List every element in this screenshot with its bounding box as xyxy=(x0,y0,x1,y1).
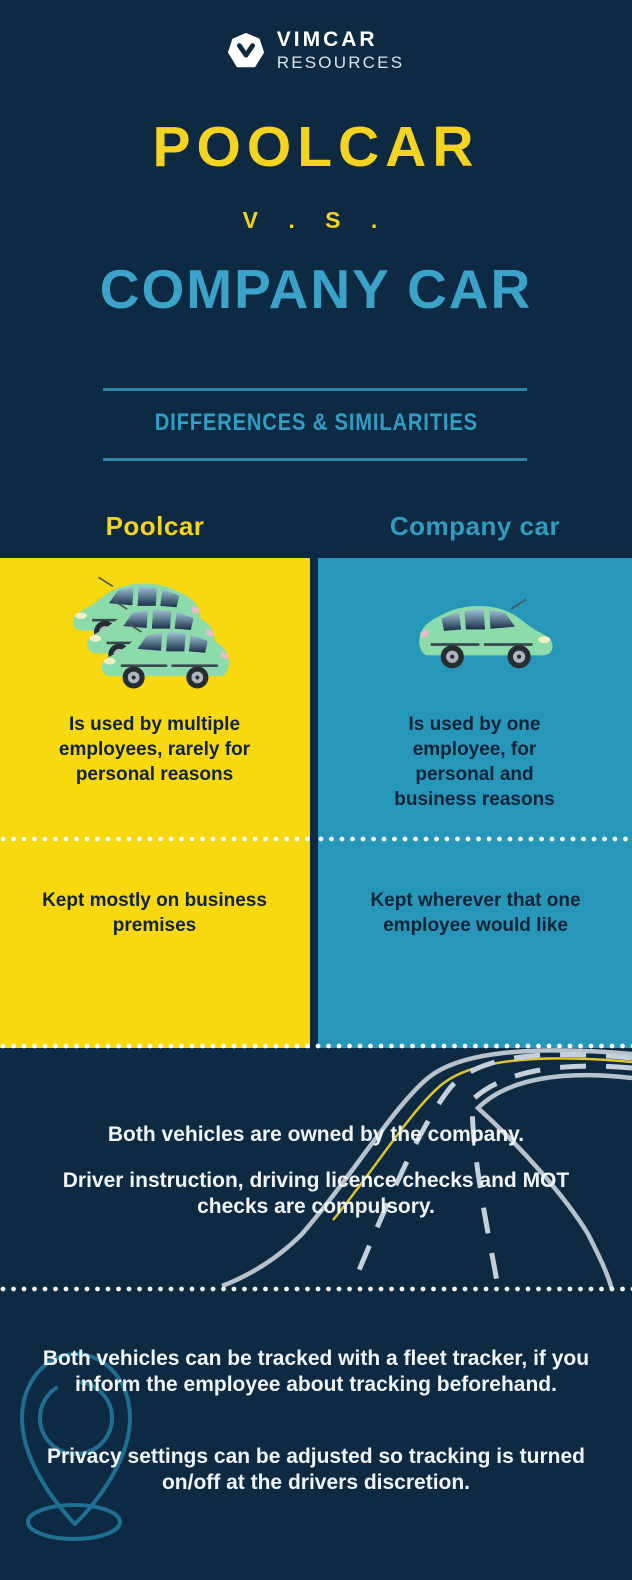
divider-line-bottom xyxy=(103,458,527,461)
poolcar-usage-text: Is used by multiple employees, rarely fo… xyxy=(58,714,251,785)
vimcar-hexagon-chevron-icon xyxy=(227,32,264,67)
dotted-divider-right xyxy=(318,836,632,842)
section-subtitle: DIFFERENCES & SIMILARITIES xyxy=(154,409,478,436)
poolcar-kept-text: Kept mostly on business premises xyxy=(42,890,267,936)
column-header-company-car: Company car xyxy=(389,511,561,541)
privacy-text: Privacy settings can be adjusted so trac… xyxy=(46,1445,585,1494)
brand-subtitle: RESOURCES xyxy=(276,53,405,72)
dotted-divider-left xyxy=(0,836,310,842)
column-header-poolcar: Poolcar xyxy=(105,511,205,541)
title-poolcar: POOLCAR xyxy=(152,115,480,179)
ownership-text: Both vehicles are owned by the company. xyxy=(107,1123,525,1146)
title-company-car: COMPANY CAR xyxy=(99,258,533,320)
brand-name: VIMCAR xyxy=(276,28,378,51)
brand-text: VIMCAR RESOURCES xyxy=(277,28,405,73)
company-car-illustration xyxy=(418,598,554,670)
road-illustration xyxy=(221,1048,632,1291)
checks-text: Driver instruction, driving licence chec… xyxy=(62,1169,570,1218)
divider-line-top xyxy=(103,388,527,391)
dotted-divider-panels-bottom xyxy=(0,1043,632,1049)
title-vs: V . S . xyxy=(242,207,390,233)
header-logo: VIMCAR RESOURCES xyxy=(0,28,632,73)
company-car-kept-text: Kept wherever that one employee would li… xyxy=(370,890,581,936)
company-car-usage-text: Is used by one employee, for personal an… xyxy=(394,714,555,810)
location-pin-illustration xyxy=(20,1352,132,1541)
dotted-divider-tracking xyxy=(0,1286,632,1292)
poolcar-cars-illustration xyxy=(72,576,230,690)
tracking-text: Both vehicles can be tracked with a flee… xyxy=(42,1347,590,1396)
